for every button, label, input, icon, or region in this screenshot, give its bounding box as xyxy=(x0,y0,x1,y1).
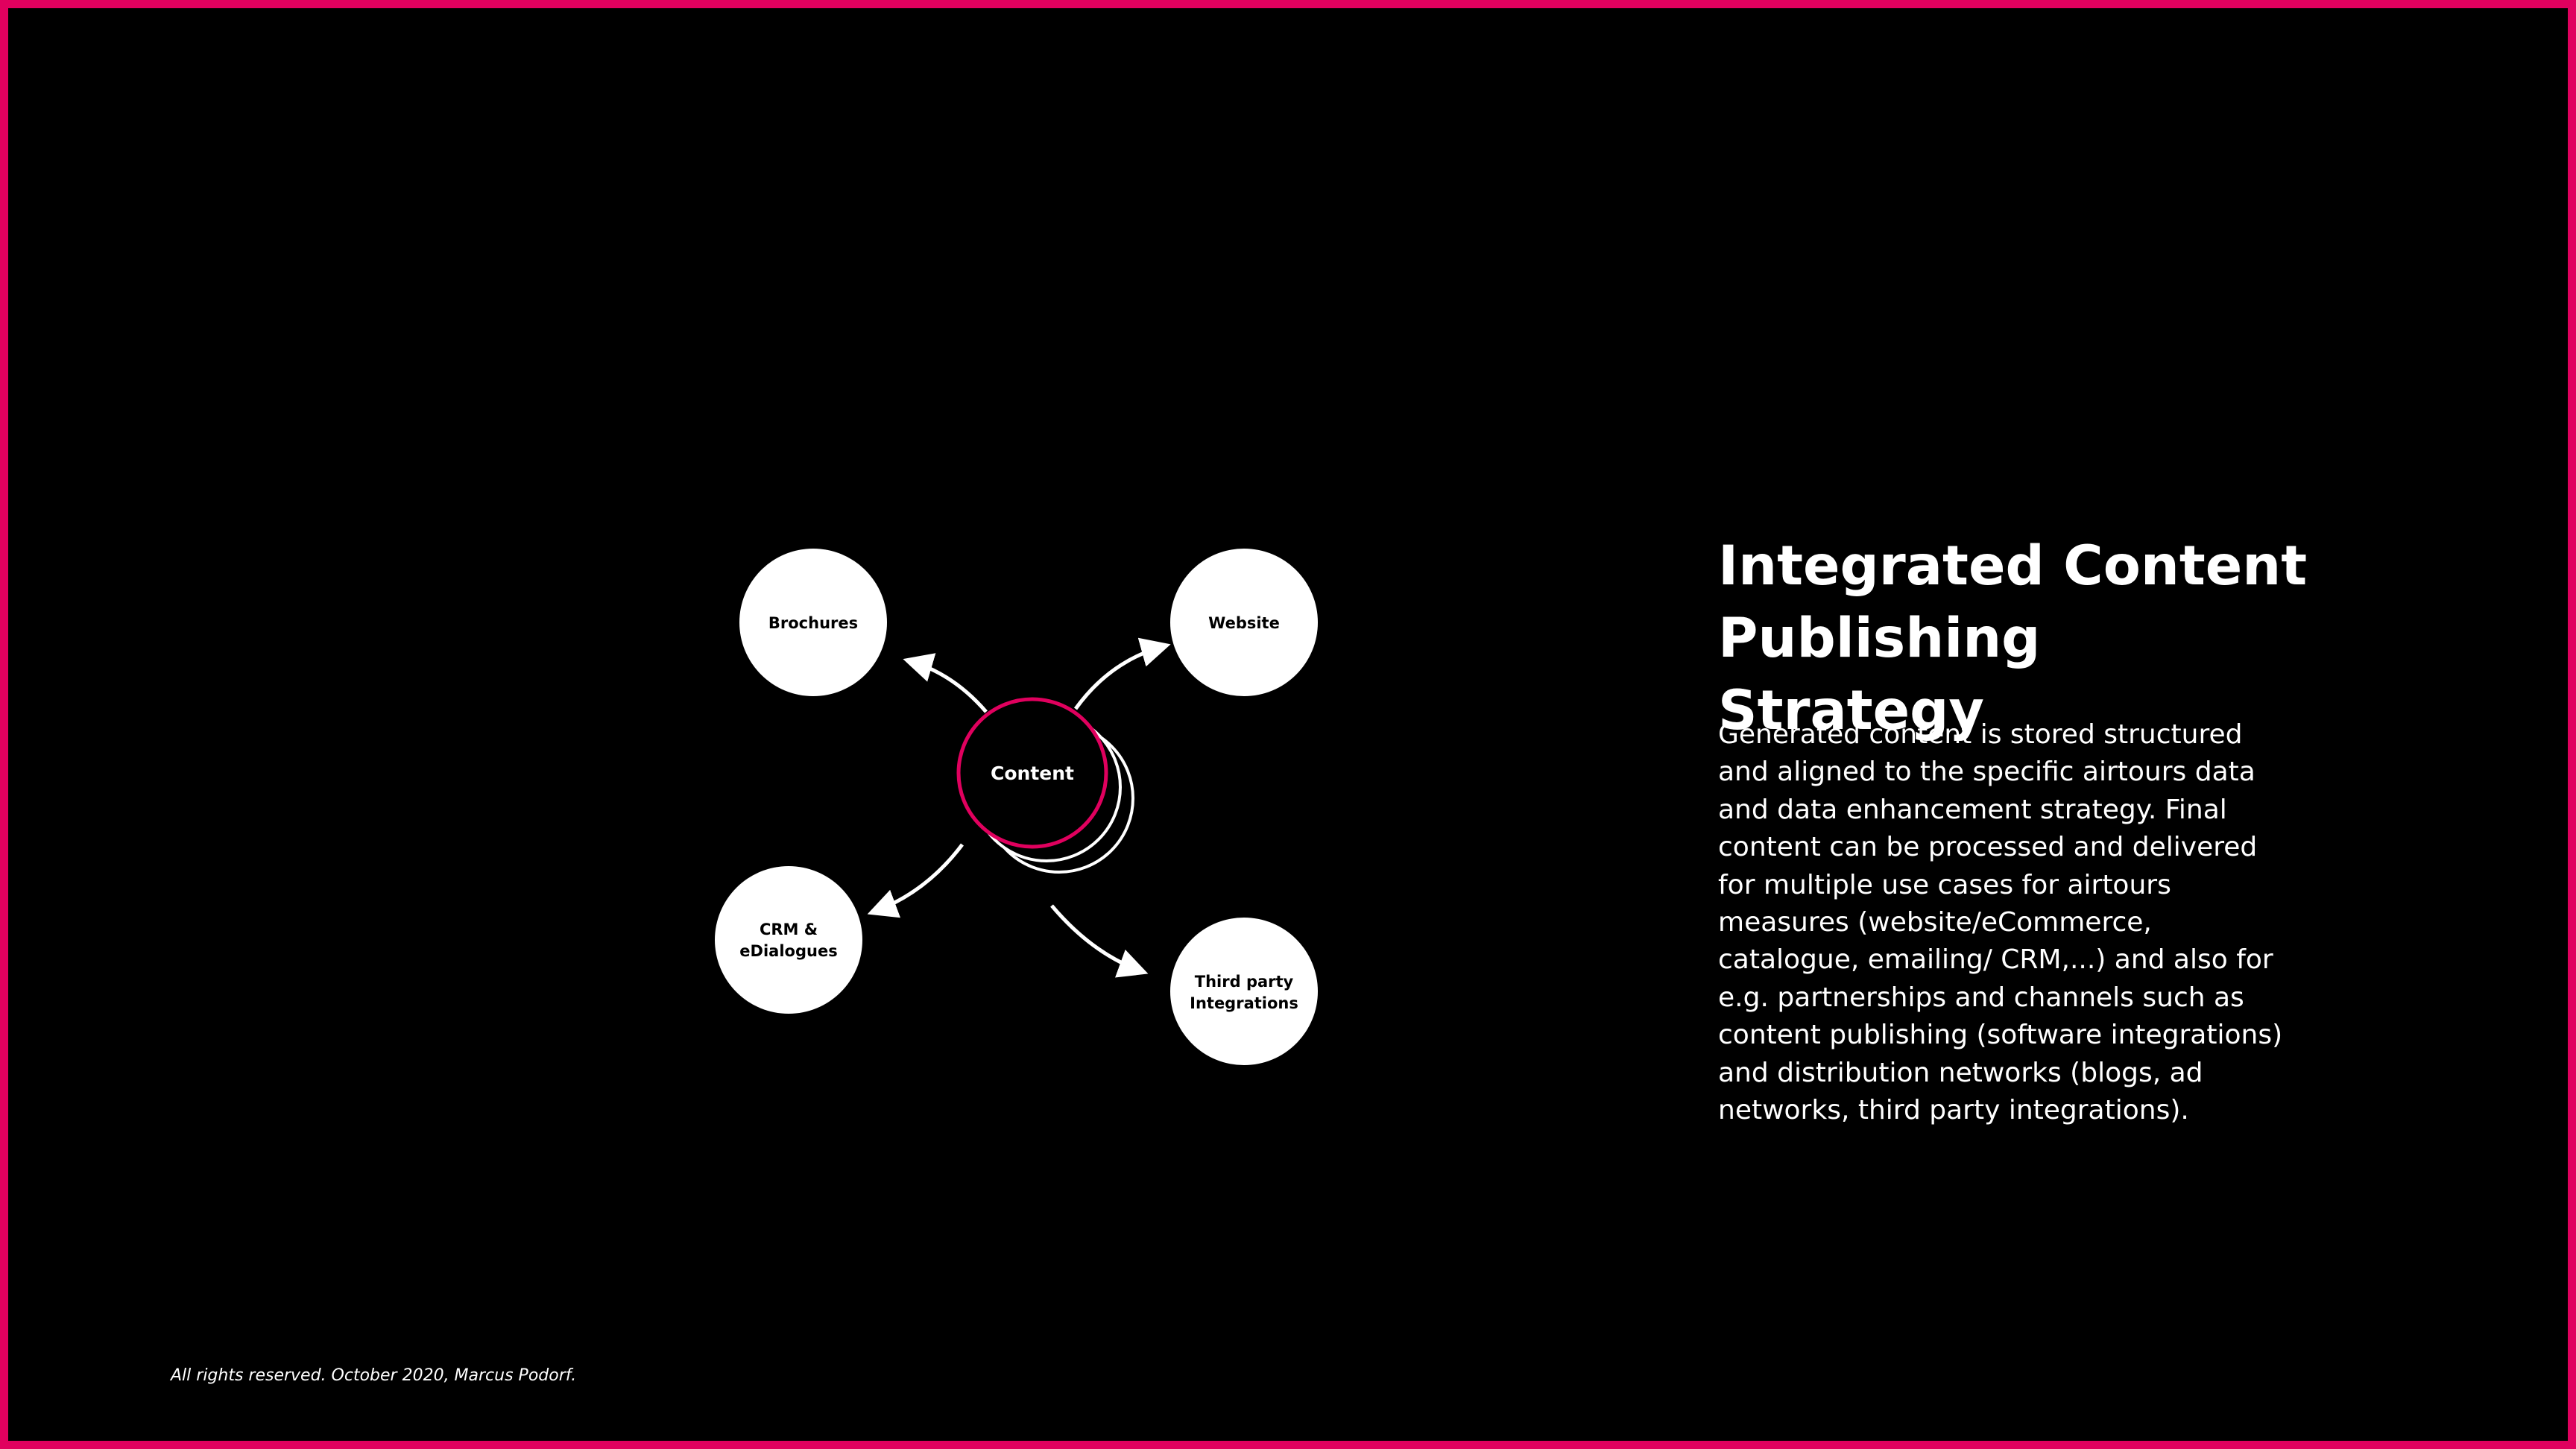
copyright-footer: All rights reserved. October 2020, Marcu… xyxy=(171,1366,577,1385)
brochures-node-label: Brochures xyxy=(768,614,858,632)
content-distribution-diagram: Content Brochures Website CRM & eDialogu… xyxy=(715,549,1318,1065)
arrow-to-website xyxy=(1073,637,1171,710)
crm-node-circle xyxy=(715,866,862,1014)
third-party-node: Third party Integrations xyxy=(1170,918,1318,1065)
content-node-label: Content xyxy=(991,763,1074,784)
website-node: Website xyxy=(1170,549,1318,696)
third-party-node-label-line-1: Third party xyxy=(1195,973,1294,991)
brochures-node-circle xyxy=(739,549,887,696)
crm-node-label-line-2: eDialogues xyxy=(739,942,837,960)
third-party-node-label-line-2: Integrations xyxy=(1190,994,1298,1012)
crm-node-label-line-1: CRM & xyxy=(760,921,818,938)
third-party-node-circle xyxy=(1170,918,1318,1065)
website-node-label: Website xyxy=(1208,614,1280,632)
slide-body-text: Generated content is stored structured a… xyxy=(1718,719,2283,1126)
crm-node: CRM & eDialogues xyxy=(715,866,862,1014)
website-node-circle xyxy=(1170,549,1318,696)
brochures-node: Brochures xyxy=(739,549,887,696)
content-node: Content xyxy=(956,697,1108,849)
arrow-to-third-party xyxy=(1050,904,1149,978)
slide-title: Integrated Content Publishing Strategy xyxy=(1718,534,2308,742)
arrow-to-crm xyxy=(867,843,964,918)
arrow-to-brochures xyxy=(903,653,988,713)
content-node-circle xyxy=(956,697,1108,849)
